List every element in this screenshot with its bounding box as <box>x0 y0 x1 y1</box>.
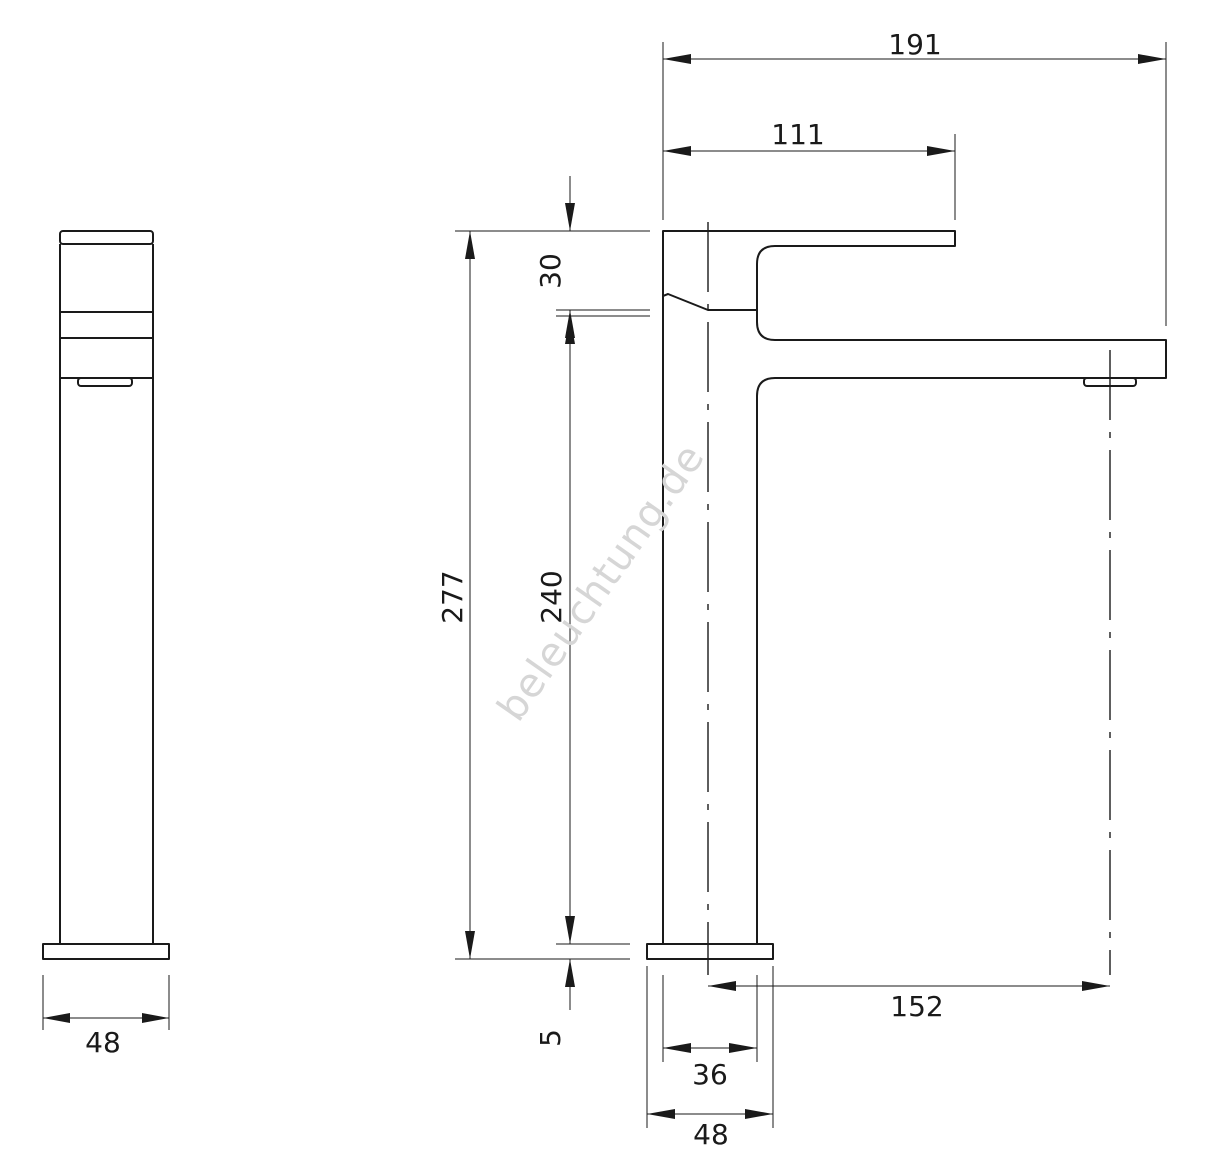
dim-30: 30 <box>534 176 575 342</box>
dim-side-width-label: 36 <box>692 1058 728 1091</box>
front-body <box>59 337 154 945</box>
dim-48-side: 48 <box>646 966 774 1151</box>
watermark-text: beleuchtung.de <box>489 435 714 729</box>
dim-overall-height-label: 277 <box>436 570 469 623</box>
dim-front-width-label: 48 <box>85 1026 121 1059</box>
front-view: 48 <box>42 230 170 1059</box>
dim-191: 191 <box>662 28 1167 326</box>
front-base-plate <box>42 943 170 960</box>
dim-base-width-label: 48 <box>693 1118 729 1151</box>
dim-lever-length-label: 111 <box>771 118 824 151</box>
dim-5: 5 <box>534 959 575 1047</box>
dim-overall-length-label: 191 <box>888 28 941 61</box>
front-aerator <box>77 377 133 387</box>
dim-240: 240 <box>535 316 575 944</box>
dim-lever-height-label: 30 <box>534 253 567 289</box>
front-lever-top <box>59 230 154 245</box>
dim-152: 152 <box>708 981 1110 1023</box>
side-lever-cut <box>662 293 669 297</box>
side-view <box>646 222 1167 975</box>
side-lever <box>662 230 956 311</box>
dim-111: 111 <box>663 118 956 220</box>
dim-body-height-label: 240 <box>535 570 568 623</box>
dim-277: 277 <box>436 231 475 959</box>
front-collar <box>59 311 154 339</box>
dim-base-height-label: 5 <box>534 1029 567 1047</box>
side-base-plate <box>646 943 774 960</box>
dim-36: 36 <box>662 975 758 1091</box>
side-body-and-spout <box>662 296 1167 945</box>
front-lever-block <box>59 244 154 313</box>
dim-spout-reach-label: 152 <box>890 990 943 1023</box>
